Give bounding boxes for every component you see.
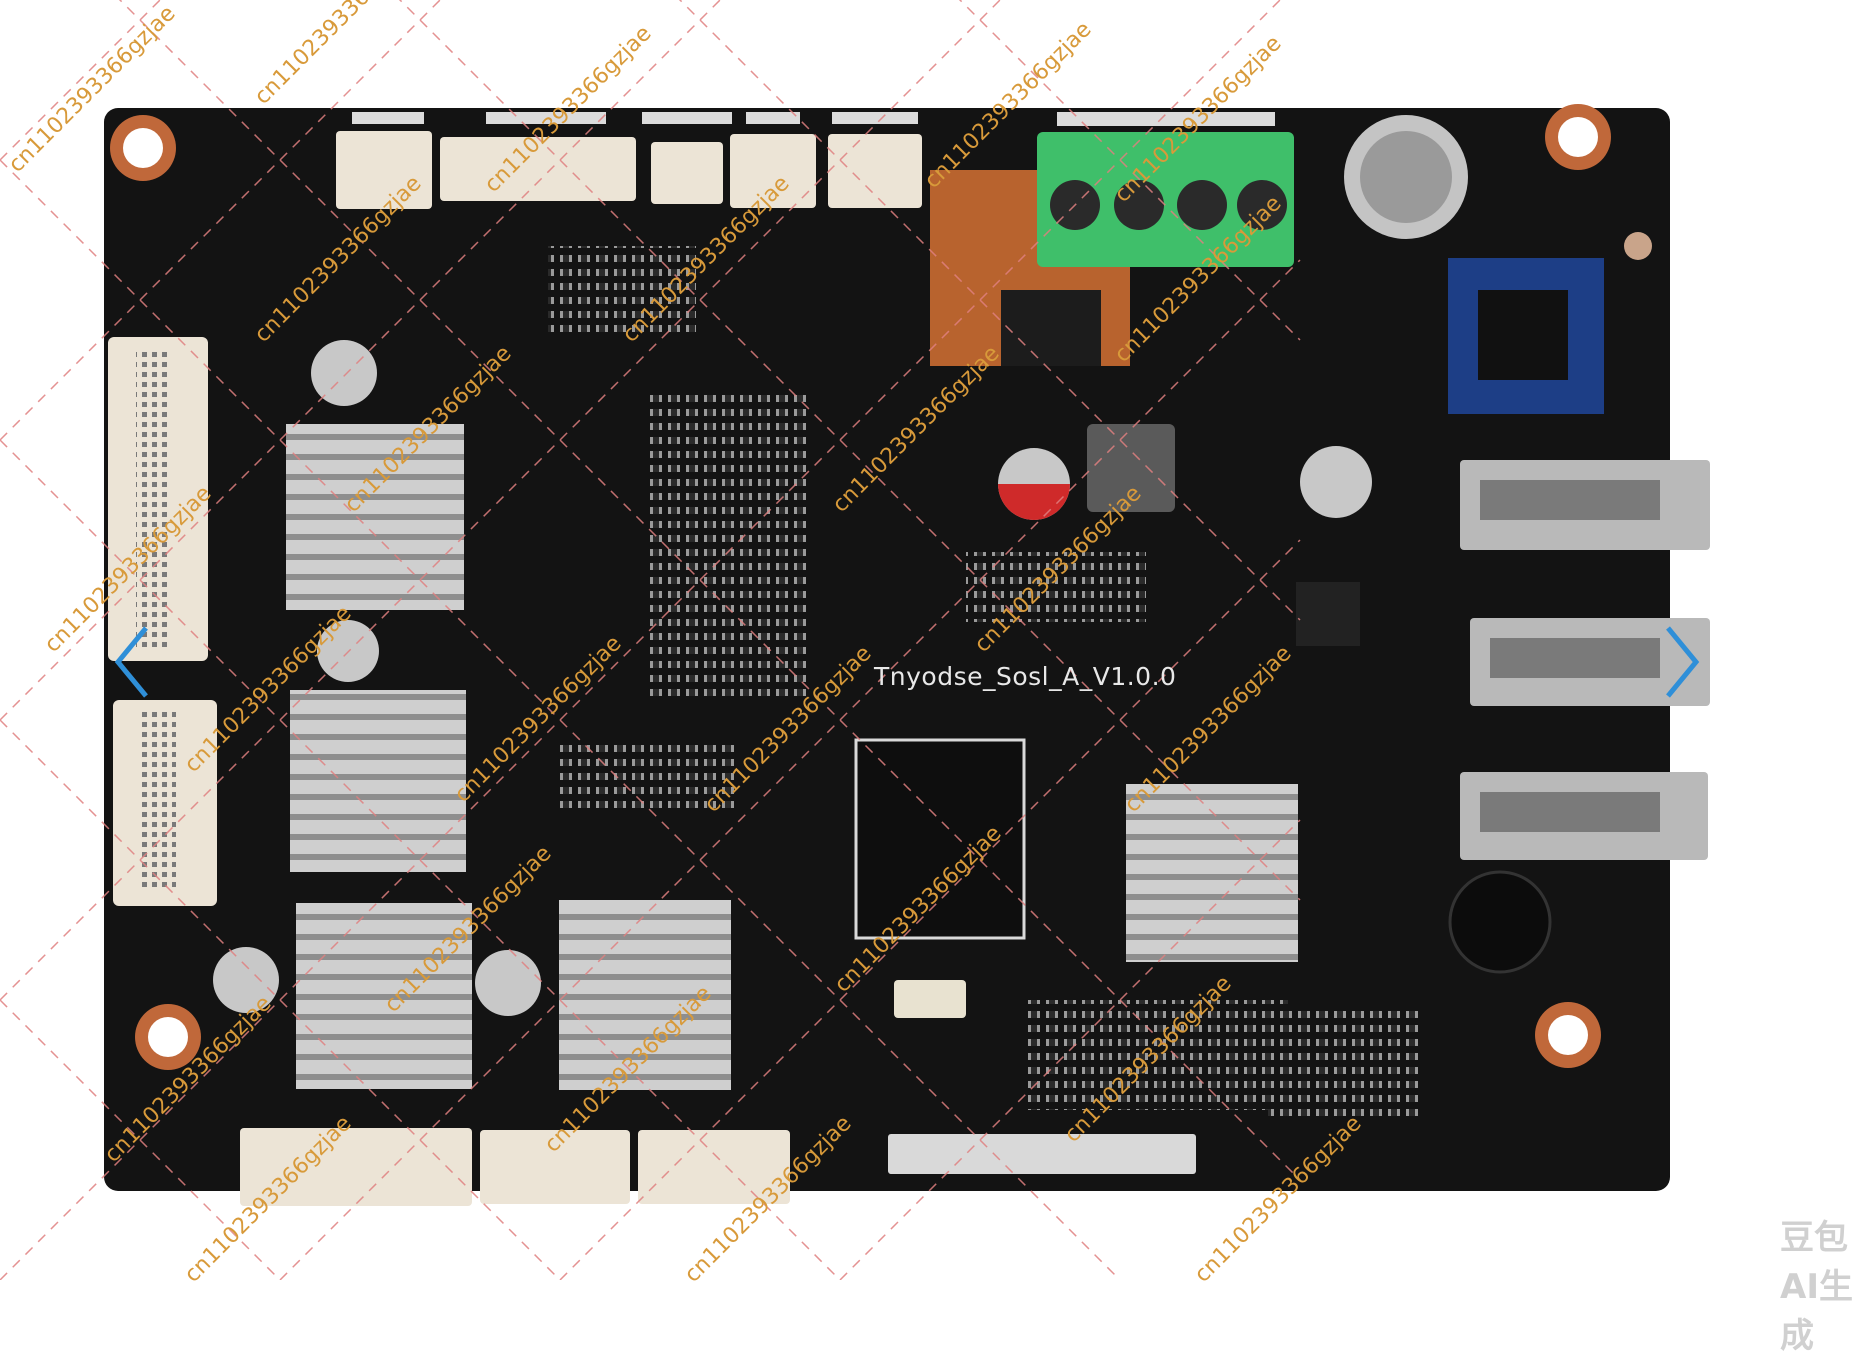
electrolytic-capacitors [213,340,1372,1016]
chevron-left-icon[interactable] [110,624,154,700]
heatsinks [286,424,1298,1090]
chevron-right-icon[interactable] [1660,624,1704,700]
mounting-holes [110,104,1611,1070]
tactile-button [894,980,966,1018]
left-connectors [108,337,217,906]
ai-generated-badge: 豆包AI生成 [1780,1218,1853,1356]
electrolytic-capacitor-large [1344,115,1468,239]
bottom-connectors [240,1128,1196,1206]
buzzer [1448,870,1552,974]
smd-components [548,246,1418,1120]
board-silkscreen-label: Tnyodse_Sosl_A_V1.0.0 [874,662,1177,691]
watermark-grid [0,0,1301,1280]
pcb-photo-scene [0,0,1710,1280]
usb-ports [1460,460,1710,860]
terminal-block [1037,132,1294,267]
main-processor [854,738,1026,940]
top-connectors [336,112,922,209]
inductor [1087,424,1175,512]
